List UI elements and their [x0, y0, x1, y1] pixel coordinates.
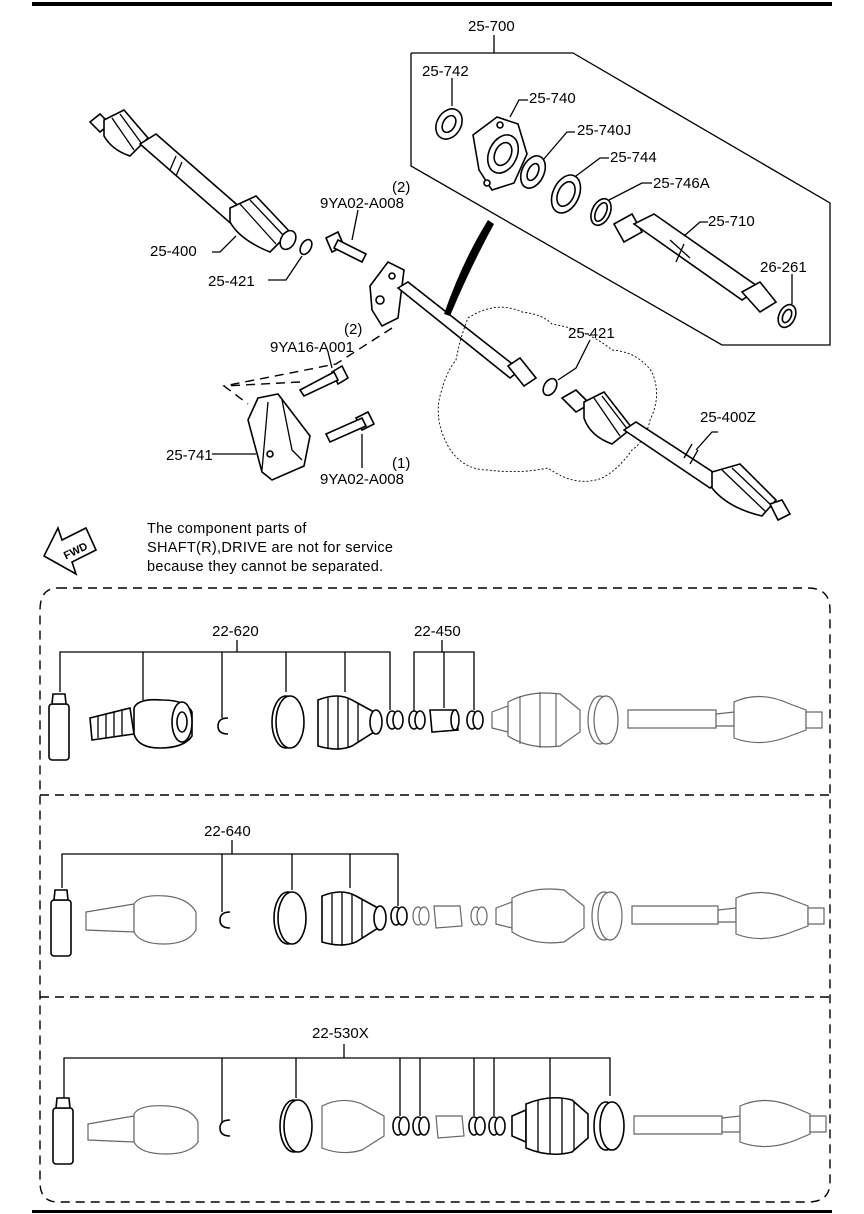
grease-tube-1: [48, 703, 70, 761]
mounting-bracket-25-741: [247, 393, 311, 481]
kit-row-22-620: 22-620 22-450: [48, 623, 823, 761]
kit-row-22-530X: 22-530X: [52, 1025, 827, 1165]
label-22-640: 22-640: [204, 823, 251, 840]
label-22-450: 22-450: [414, 623, 461, 640]
label-bolt-lower: 9YA02-A008: [320, 471, 404, 488]
label-25-744: 25-744: [610, 149, 657, 166]
label-25-741: 25-741: [166, 447, 213, 464]
label-25-700: 25-700: [468, 18, 515, 35]
label-bolt-upper: 9YA02-A008: [320, 195, 404, 212]
clip-25-421-left: [299, 238, 313, 256]
label-25-742: 25-742: [422, 63, 469, 80]
bolt-upper: [324, 230, 368, 264]
label-25-400: 25-400: [150, 243, 197, 260]
intermediate-shaft-25-710: [612, 212, 778, 314]
label-26-261: 26-261: [760, 259, 807, 276]
intermediate-shaft-body: [396, 281, 522, 380]
drive-shaft-left-25-400: [88, 109, 297, 253]
bottom-rule: [32, 1210, 832, 1213]
drive-shaft-right-25-400Z: [560, 389, 792, 522]
label-25-740J: 25-740J: [577, 122, 631, 139]
label-bolt-lower-qty: (1): [392, 455, 410, 472]
bolt-lower: [324, 410, 376, 444]
label-25-421-right: 25-421: [568, 325, 615, 342]
transmission-outline: [437, 306, 657, 482]
grease-tube-3: [52, 1107, 74, 1165]
label-25-740: 25-740: [529, 90, 576, 107]
label-22-530X: 22-530X: [312, 1025, 369, 1042]
label-22-620: 22-620: [212, 623, 259, 640]
fwd-arrow-icon: FWD: [42, 525, 98, 576]
bolt-mid: [298, 364, 350, 398]
kits-box: [39, 587, 831, 1203]
label-bolt-mid: 9YA16-A001: [270, 339, 354, 356]
label-25-400Z: 25-400Z: [700, 409, 756, 426]
bearing-assembly-group: 25-700 25-742 25-740 25-740J 25-744 25-7…: [410, 18, 831, 346]
note-line-2: SHAFT(R),DRIVE are not for service: [147, 540, 393, 556]
center-bearing-bracket: [369, 260, 405, 328]
note-line-3: because they cannot be separated.: [147, 559, 383, 575]
shaft-direction-arrow: [444, 220, 494, 316]
label-25-421-left: 25-421: [208, 273, 255, 290]
kit-row-22-640: 22-640: [50, 823, 825, 957]
label-25-746A: 25-746A: [653, 175, 710, 192]
top-rule: [32, 2, 832, 6]
grease-tube-2: [50, 899, 72, 957]
label-25-710: 25-710: [708, 213, 755, 230]
label-bolt-upper-qty: (2): [392, 179, 410, 196]
clip-25-421-right: [542, 377, 558, 397]
note-line-1: The component parts of: [147, 521, 307, 537]
label-bolt-mid-qty: (2): [344, 321, 362, 338]
